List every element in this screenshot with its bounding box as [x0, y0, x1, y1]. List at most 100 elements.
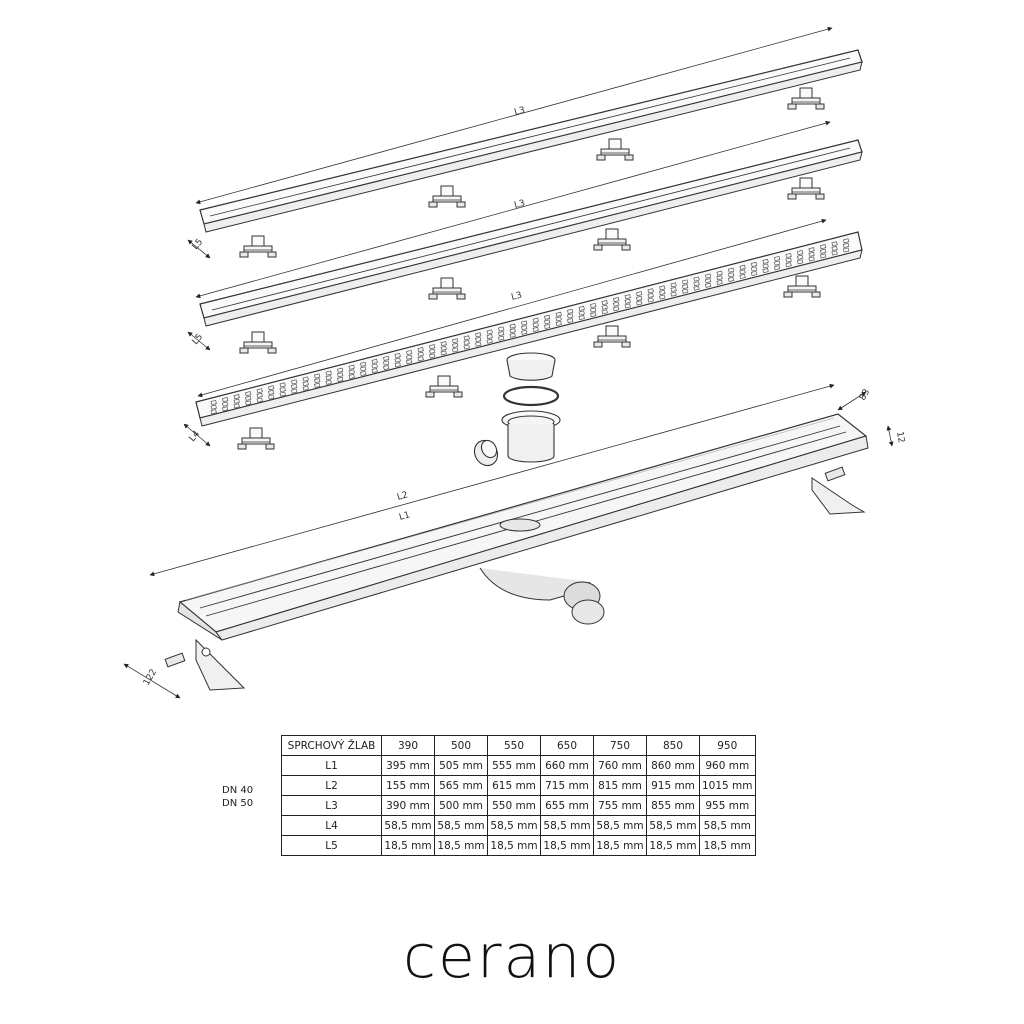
column-header: 550 [487, 735, 541, 756]
grate-hole [704, 273, 712, 279]
grate-hole [291, 379, 298, 385]
grate-hole [727, 276, 735, 282]
grate-hole [383, 365, 390, 371]
table-cell: 505 mm [434, 755, 488, 776]
grate-hole [337, 367, 344, 373]
table-cell: 860 mm [646, 755, 700, 776]
drain-technical-drawing: L3 L5 L3 L5 L3 L4 [123, 26, 906, 699]
grate-hole [601, 300, 608, 306]
table-cell: 1015 mm [699, 775, 756, 796]
grate-hole [842, 242, 850, 248]
table-cell: 395 mm [381, 755, 435, 776]
grate-hole [463, 339, 470, 346]
column-header: 650 [540, 735, 594, 756]
table-cell: 955 mm [699, 795, 756, 816]
grate-hole [693, 276, 700, 282]
grate-hole [360, 366, 367, 372]
table-cell: 58,5 mm [593, 815, 647, 836]
grate-hole [498, 331, 505, 337]
grate-hole [670, 286, 677, 293]
table-row: L5 18,5 mm 18,5 mm 18,5 mm 18,5 mm 18,5 … [281, 835, 756, 856]
grate-hole [773, 255, 781, 262]
grate-hole [521, 329, 528, 335]
grate-hole [429, 353, 436, 359]
grate-hole [601, 309, 608, 315]
grate-hole [555, 311, 562, 317]
table-cell: 715 mm [540, 775, 594, 796]
grate-hole [636, 295, 643, 301]
grate-hole [716, 270, 723, 276]
drain-channel: L2 L1 83 12 122 [123, 383, 906, 699]
bracket-clip [239, 235, 277, 258]
grate-hole [785, 252, 792, 259]
grate-hole [659, 285, 666, 291]
bracket-clip [593, 325, 631, 348]
grate-hole [348, 373, 355, 379]
table-cell: 915 mm [646, 775, 700, 796]
grate-hole [762, 268, 769, 274]
dimension-table: SPRCHOVÝ ŽLAB 390 500 550 650 750 850 95… [281, 735, 756, 856]
grate-hole [796, 250, 804, 256]
table-cell: 815 mm [593, 775, 647, 796]
dim-l1: L1 [398, 510, 411, 523]
grate-hole [613, 297, 620, 303]
grate-hole [360, 361, 367, 367]
grate-hole [383, 360, 390, 366]
bracket-clip [237, 427, 275, 450]
grate-hole [498, 326, 505, 332]
table-row: L2 155 mm 565 mm 615 mm 715 mm 815 mm 91… [281, 775, 756, 796]
row-label: L4 [281, 815, 382, 836]
column-header: 850 [646, 735, 700, 756]
table-cell: 58,5 mm [540, 815, 594, 836]
table-cell: 655 mm [540, 795, 594, 816]
grate-hole [463, 335, 470, 341]
grate-hole [659, 294, 666, 300]
dim-12: 12 [894, 431, 906, 444]
dim-83: 83 [858, 388, 872, 403]
grate-hole [819, 244, 827, 250]
table-row: L3 390 mm 500 mm 550 mm 655 mm 755 mm 85… [281, 795, 756, 816]
grate-hole [796, 259, 804, 265]
grate-hole [475, 332, 482, 338]
grate-hole [750, 266, 758, 272]
grate-hole [521, 325, 528, 331]
grate-hole [578, 305, 585, 311]
table-cell: 500 mm [434, 795, 488, 816]
grate-hole [567, 313, 574, 319]
grate-hole [785, 257, 792, 263]
grate-hole [417, 356, 424, 362]
grate-hole [727, 272, 735, 278]
grate-hole [417, 351, 424, 357]
grate-hole [302, 376, 309, 382]
grate-hole [394, 357, 401, 363]
table-cell: 755 mm [593, 795, 647, 816]
grate-hole [371, 358, 378, 364]
grate-hole [348, 369, 355, 375]
dn50-label: DN 50 [222, 798, 254, 809]
dim-l3-top: L3 [513, 106, 526, 118]
grate-hole [808, 251, 815, 257]
table-cell: 760 mm [593, 755, 647, 776]
row-label: L2 [281, 775, 382, 796]
grate-hole [440, 345, 447, 351]
grate-hole [681, 279, 689, 285]
table-cell: 18,5 mm [434, 835, 488, 856]
table-cell: 18,5 mm [646, 835, 700, 856]
table-cell: 565 mm [434, 775, 488, 796]
grate-hole [727, 267, 735, 273]
table-cell: 960 mm [699, 755, 756, 776]
grate-hole [647, 292, 654, 298]
dim-l2: L2 [396, 490, 409, 503]
table-cell: 58,5 mm [434, 815, 488, 836]
grate-hole [532, 322, 539, 328]
grate-hole [590, 302, 597, 309]
table-cell: 18,5 mm [593, 835, 647, 856]
grate-hole [452, 338, 459, 344]
siphon-parts [473, 352, 561, 467]
grate-hole [659, 289, 666, 296]
grate-hole [509, 323, 516, 329]
table-cell: 660 mm [540, 755, 594, 776]
grate-hole [521, 320, 528, 326]
grate-hole [590, 307, 597, 313]
table-cell: 155 mm [381, 775, 435, 796]
